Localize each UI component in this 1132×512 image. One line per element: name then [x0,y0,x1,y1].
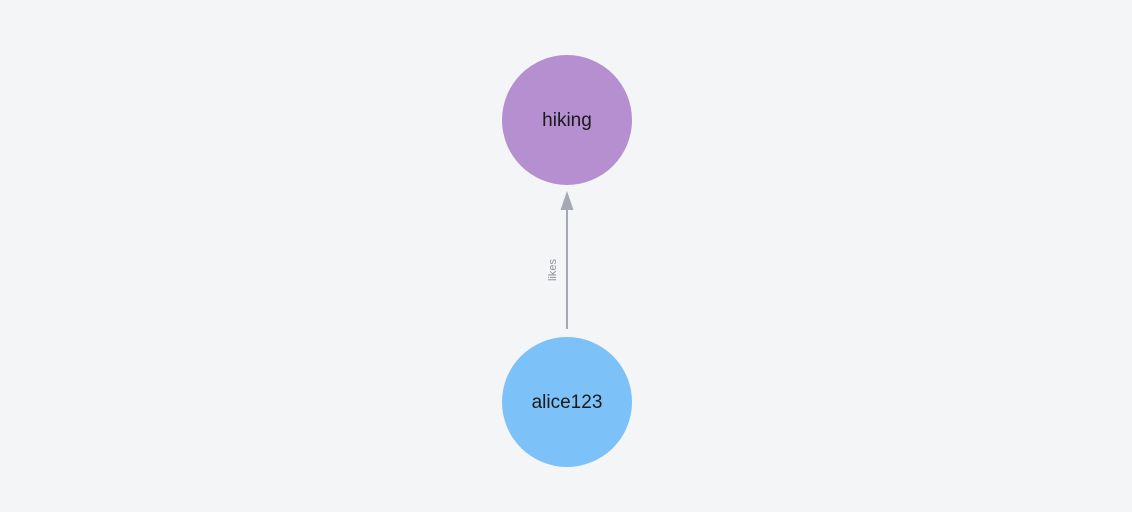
edge-likes[interactable]: likes [547,191,574,329]
node-alice123[interactable]: alice123 [502,337,632,467]
edge-arrowhead-icon [560,191,574,210]
node-label: alice123 [531,391,603,413]
edge-label: likes [547,259,559,282]
node-hiking[interactable]: hiking [502,55,632,185]
node-label: hiking [542,109,592,131]
